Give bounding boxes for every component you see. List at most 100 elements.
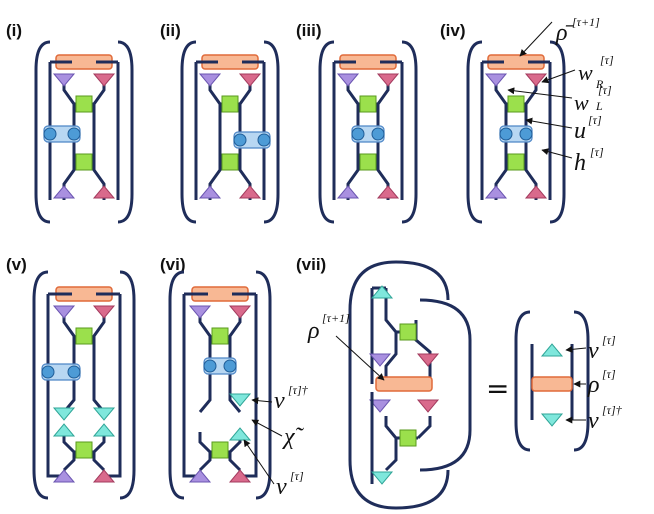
- svg-text:[τ]: [τ]: [598, 83, 612, 97]
- wire: [384, 288, 398, 380]
- w-right-tensor: [524, 73, 548, 87]
- bracket-right: [117, 40, 134, 224]
- h-gate-site: [371, 127, 385, 141]
- w-right-tensor: [228, 305, 252, 319]
- panel-label-iii: (iii): [296, 21, 322, 40]
- u-tensor: [359, 153, 377, 171]
- svg-text:w: w: [574, 90, 589, 115]
- wire: [414, 320, 432, 380]
- bracket-upper-cap: [395, 260, 450, 301]
- arrow-rho-bar: [519, 21, 553, 57]
- wire: [240, 294, 258, 478]
- u-tensor: [221, 153, 239, 171]
- wire: [92, 306, 106, 413]
- svg-text:[τ]: [τ]: [590, 145, 604, 159]
- w-left-tensor: [198, 73, 222, 87]
- h-gate-site: [43, 127, 57, 141]
- w-left-tensor: [368, 399, 392, 413]
- wire: [92, 75, 106, 200]
- v-tensor: [92, 423, 116, 437]
- svg-text:[τ]: [τ]: [290, 469, 304, 483]
- bracket-right: [573, 310, 590, 452]
- wire: [198, 432, 212, 472]
- label-rho: ρ [τ+1]: [307, 311, 350, 344]
- u-tensor: [399, 429, 417, 447]
- label-w-l: w [τ] L: [574, 83, 612, 115]
- w-left-dagger-tensor: [52, 469, 76, 483]
- bracket-right: [263, 40, 280, 224]
- v-dagger-tensor: [370, 471, 394, 485]
- h-gate-site: [223, 359, 237, 373]
- w-right-tensor: [416, 353, 440, 367]
- w-right-dagger-tensor: [376, 185, 400, 199]
- arrow-rhs-v: [565, 345, 587, 353]
- bracket-left: [318, 40, 335, 224]
- svg-text:[τ]: [τ]: [602, 333, 616, 347]
- wire: [416, 416, 432, 440]
- bracket-lower-cap: [395, 469, 450, 510]
- equals-sign: =: [486, 372, 509, 405]
- svg-text:ρ: ρ: [587, 372, 600, 398]
- panel-label-v: (v): [6, 255, 27, 274]
- svg-text:[τ]: [τ]: [588, 113, 602, 127]
- panel-label-vi: (vi): [160, 255, 186, 274]
- svg-text:χ̃: χ̃: [282, 424, 305, 450]
- u-tensor: [507, 153, 525, 171]
- bracket-left: [180, 40, 197, 224]
- arrow-v-dagger: [251, 397, 273, 405]
- u-tensor: [399, 323, 417, 341]
- panel-label-ii: (ii): [160, 21, 181, 40]
- wire: [208, 75, 222, 200]
- svg-text:w: w: [578, 60, 593, 85]
- u-tensor: [75, 441, 93, 459]
- svg-text:[τ+1]: [τ+1]: [572, 15, 600, 29]
- w-right-dagger-tensor: [228, 469, 252, 483]
- u-tensor: [507, 95, 525, 113]
- h-gate-site: [67, 127, 81, 141]
- u-tensor: [75, 327, 93, 345]
- svg-text:[τ]: [τ]: [602, 367, 616, 381]
- w-right-tensor: [92, 305, 116, 319]
- arrow-w-r: [541, 69, 576, 84]
- w-left-tensor: [484, 73, 508, 87]
- svg-text:ρ: ρ: [307, 318, 320, 344]
- w-right-tensor: [238, 73, 262, 87]
- svg-text:[τ]†: [τ]†: [602, 403, 623, 417]
- svg-text:v: v: [588, 338, 599, 364]
- h-gate-site: [499, 127, 513, 141]
- w-left-tensor: [52, 305, 76, 319]
- wire: [46, 294, 64, 478]
- w-left-dagger-tensor: [52, 185, 76, 199]
- arrow-chi: [251, 419, 283, 437]
- bracket-left: [514, 310, 531, 452]
- w-right-tensor: [416, 399, 440, 413]
- w-right-dagger-tensor: [92, 469, 116, 483]
- w-left-tensor: [52, 73, 76, 87]
- w-right-dagger-tensor: [238, 185, 262, 199]
- v-tensor: [228, 427, 252, 441]
- svg-text:[τ]†: [τ]†: [288, 383, 309, 397]
- v-tensor: [370, 285, 394, 299]
- v-tensor: [52, 423, 76, 437]
- svg-text:v: v: [276, 474, 287, 500]
- wire: [384, 416, 398, 472]
- svg-text:[τ+1]: [τ+1]: [322, 311, 350, 325]
- bracket-left: [34, 40, 51, 224]
- label-u: u [τ]: [574, 113, 602, 144]
- h-gate-site: [203, 359, 217, 373]
- h-gate-site: [519, 127, 533, 141]
- bracket-right: [119, 270, 136, 500]
- label-rhs-v: v [τ]: [588, 333, 616, 364]
- v-dagger-tensor: [52, 407, 76, 421]
- u-tensor: [211, 441, 229, 459]
- panel-label-vii: (vii): [296, 255, 326, 274]
- w-right-tensor: [376, 73, 400, 87]
- v-tensor: [540, 343, 564, 357]
- w-left-dagger-tensor: [188, 469, 212, 483]
- label-w-r: w [τ] R: [578, 53, 614, 91]
- arrow-v: [243, 439, 275, 485]
- wire: [62, 432, 76, 472]
- svg-text:ρ̄: ρ̄: [555, 20, 574, 46]
- w-left-dagger-tensor: [336, 185, 360, 199]
- wire: [104, 294, 122, 478]
